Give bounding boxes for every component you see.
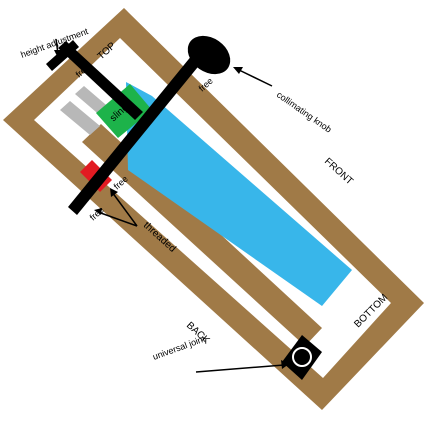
height-adjustment-crossbar xyxy=(46,40,79,71)
threaded-arrow-1 xyxy=(111,191,138,227)
threaded-arrowhead-2 xyxy=(94,208,102,215)
collimating-knob-arrow xyxy=(236,68,273,87)
sling-block xyxy=(96,84,152,138)
height-adjustment-rod xyxy=(58,41,143,120)
threaded-arrow-2 xyxy=(97,211,138,227)
annotation-arrows xyxy=(54,38,289,373)
universal-joint xyxy=(282,335,322,380)
front-label: FRONT xyxy=(322,156,355,187)
height-adjustment-arrowhead xyxy=(54,50,62,58)
threaded-arrowhead-1 xyxy=(110,188,118,197)
collimating-rod xyxy=(68,49,206,215)
gray-bar-lower xyxy=(60,101,100,135)
universal-joint-arrowhead xyxy=(281,360,289,369)
collimating-knob-shape xyxy=(187,35,231,75)
universal-joint-arrow xyxy=(195,364,285,373)
collimating-knob-arrowhead xyxy=(233,67,243,74)
universal-joint-ball xyxy=(292,347,312,367)
mirror xyxy=(126,82,352,306)
universal-joint-label: universal joint xyxy=(151,333,207,361)
collimating-knob-label: collimating knob xyxy=(275,89,334,134)
